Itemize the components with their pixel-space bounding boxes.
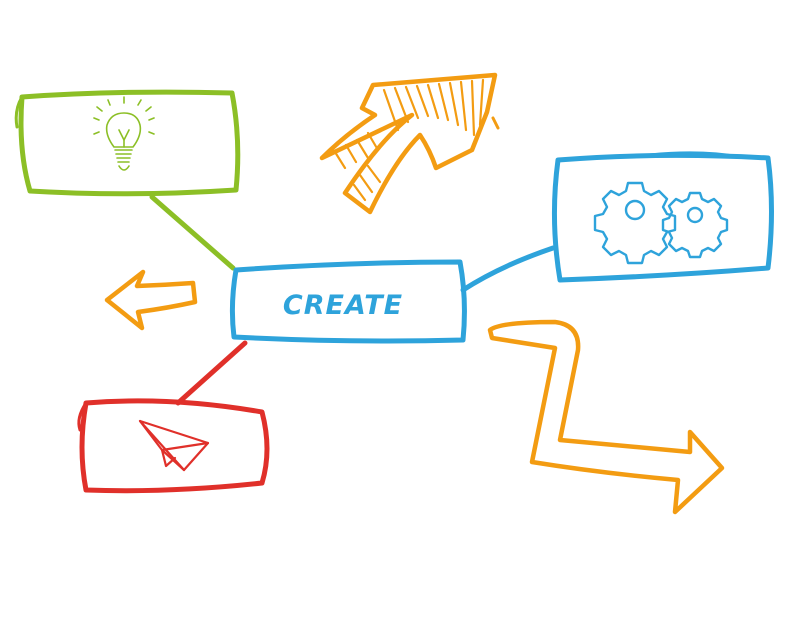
gears-icon — [593, 181, 729, 265]
arrow-up-right-icon — [319, 72, 500, 215]
arrow-right-zigzag-icon — [487, 319, 725, 515]
send-node — [77, 398, 270, 494]
arrow-left-icon — [104, 269, 198, 331]
connector-idea — [149, 194, 236, 271]
lightbulb-icon — [93, 96, 155, 171]
center-node: CREATE — [229, 259, 467, 344]
connector-process — [460, 245, 556, 293]
idea-node — [14, 89, 241, 197]
process-node — [551, 151, 774, 283]
center-label: CREATE — [283, 290, 403, 321]
paper-plane-icon — [138, 419, 210, 472]
connector-send — [175, 340, 248, 406]
